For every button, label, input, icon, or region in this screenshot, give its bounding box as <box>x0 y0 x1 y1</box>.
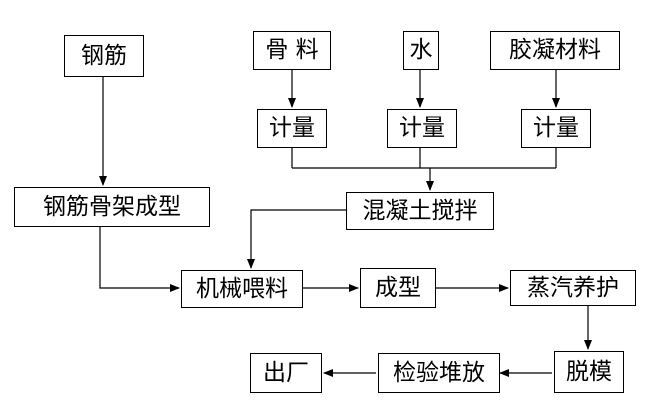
edge-mixing-to-feeding <box>247 209 346 269</box>
node-inspection-stacking: 检验堆放 <box>378 353 500 393</box>
node-mechanical-feeding: 机械喂料 <box>181 270 303 308</box>
node-factory-exit: 出厂 <box>250 353 322 393</box>
node-concrete-mixing: 混凝土搅拌 <box>346 192 494 230</box>
node-forming: 成型 <box>360 268 436 308</box>
node-aggregate: 骨 料 <box>253 31 331 70</box>
node-steam-curing: 蒸汽养护 <box>510 270 636 306</box>
node-measure-water: 计量 <box>387 109 457 148</box>
node-rebar: 钢筋 <box>64 35 144 77</box>
node-binder: 胶凝材料 <box>490 31 620 70</box>
node-measure-aggregate: 计量 <box>257 109 327 148</box>
node-rebar-cage-forming: 钢筋骨架成型 <box>14 187 210 227</box>
node-water: 水 <box>403 31 439 70</box>
edge-cage-to-feeding <box>99 227 180 292</box>
node-demolding: 脱模 <box>554 351 624 393</box>
node-measure-binder: 计量 <box>521 109 591 148</box>
